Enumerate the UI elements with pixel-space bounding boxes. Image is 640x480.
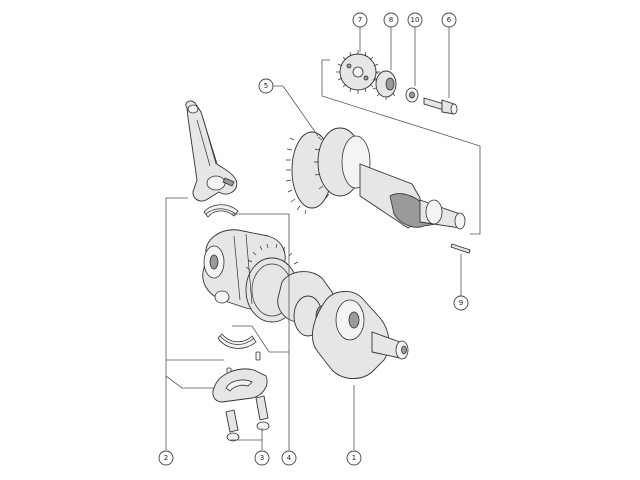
svg-text:6: 6: [447, 16, 452, 24]
key-pin: [450, 243, 471, 254]
connecting-rod: [185, 100, 238, 202]
callout-4: 4: [281, 450, 297, 466]
crankshaft: [202, 229, 409, 379]
callout-1: 1: [346, 450, 362, 466]
leader-lines: [165, 27, 481, 450]
balancer-shaft: [285, 127, 466, 230]
washer: [405, 87, 419, 103]
callout-5: 5: [258, 78, 274, 94]
svg-text:2: 2: [164, 454, 168, 462]
callout-10: 10: [407, 12, 423, 28]
lower-bearing-shell: [217, 333, 257, 349]
rod-bolts: [225, 395, 270, 442]
callout-8: 8: [383, 12, 399, 28]
small-gear: [372, 70, 397, 100]
svg-text:10: 10: [411, 16, 420, 24]
callout-6: 6: [441, 12, 457, 28]
svg-text:3: 3: [260, 454, 264, 462]
svg-text:8: 8: [389, 16, 393, 24]
callout-2: 2: [158, 450, 174, 466]
callout-9: 9: [453, 295, 469, 311]
svg-text:4: 4: [287, 454, 292, 462]
upper-bearing-shell: [203, 204, 239, 218]
balancer-drive-gear: [336, 50, 380, 94]
connecting-rod-cap: [212, 368, 268, 403]
flange-bolt: [423, 97, 458, 115]
svg-text:7: 7: [358, 16, 362, 24]
svg-text:1: 1: [352, 454, 356, 462]
callout-3: 3: [254, 450, 270, 466]
svg-text:5: 5: [264, 82, 268, 90]
svg-text:9: 9: [459, 299, 463, 307]
callout-7: 7: [352, 12, 368, 28]
